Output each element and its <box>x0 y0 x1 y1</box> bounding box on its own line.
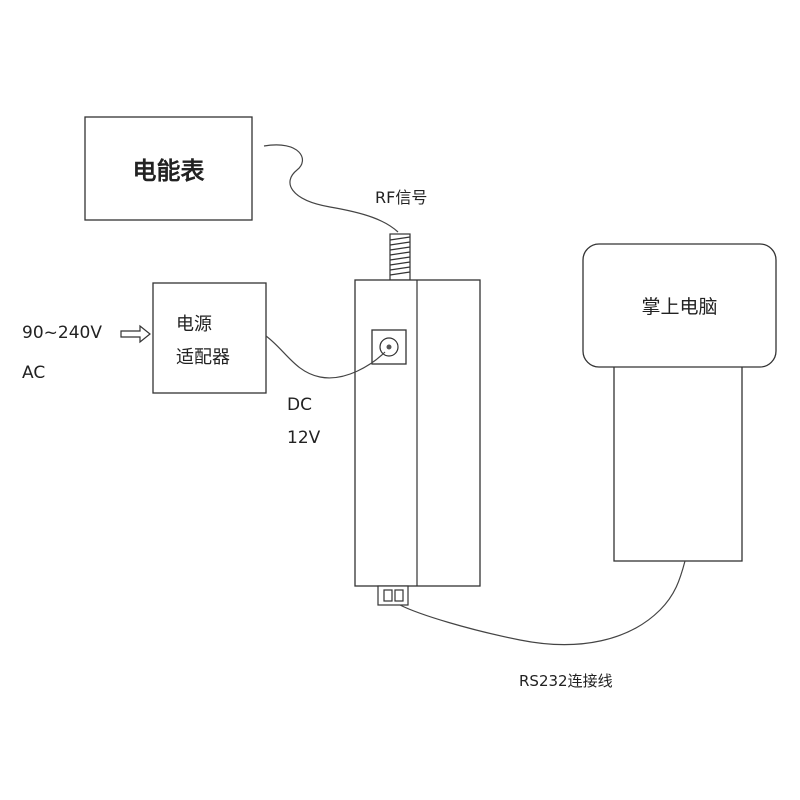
adapter-label-line2: 适配器 <box>176 347 230 368</box>
rf-signal-wire <box>263 144 399 233</box>
rs232-connector <box>377 585 409 606</box>
input-arrow-icon <box>120 324 151 344</box>
input-voltage-label: 90~240V <box>22 323 102 343</box>
rs232-cable-label: RS232连接线 <box>519 672 613 690</box>
dc-label: DC <box>287 395 312 415</box>
dc-cable <box>265 335 386 379</box>
adapter-box <box>152 282 267 394</box>
dc-voltage-label: 12V <box>287 428 321 448</box>
handheld-body <box>613 361 743 562</box>
handheld-screen-box <box>582 243 777 368</box>
meter-box <box>84 116 253 221</box>
rf-signal-label: RF信号 <box>375 188 428 207</box>
adapter-label-line1: 电源 <box>176 314 212 335</box>
input-ac-label: AC <box>22 363 46 383</box>
antenna-coil <box>389 233 411 281</box>
rs232-cable <box>399 560 686 646</box>
handheld-label: 掌上电脑 <box>641 296 718 318</box>
meter-label: 电能表 <box>132 157 205 185</box>
